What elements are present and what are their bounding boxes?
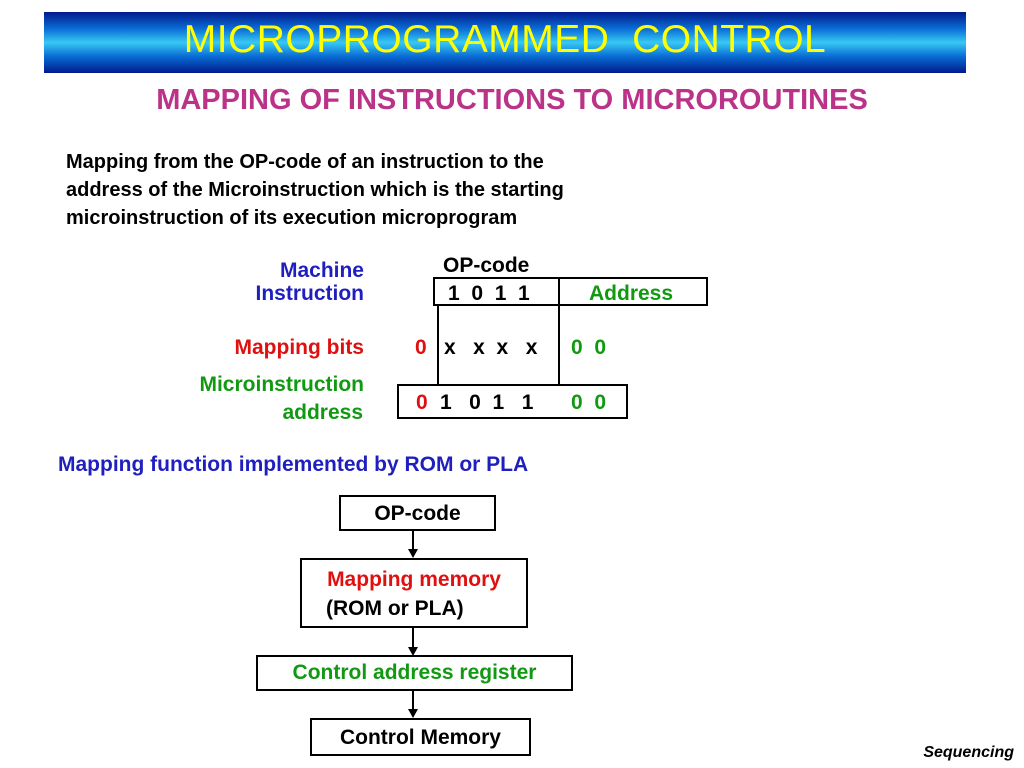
intro-line-2: address of the Microinstruction which is…	[66, 179, 564, 201]
sequencing-link[interactable]: Sequencing	[923, 744, 1014, 761]
micro-lead-bit: 0	[416, 391, 428, 414]
intro-line-3: microinstruction of its execution microp…	[66, 207, 518, 229]
rom-pla-label: (ROM or PLA)	[326, 597, 464, 620]
micro-address-bits: 1 0 1 1	[440, 391, 534, 414]
mapping-memory-label: Mapping memory	[327, 568, 501, 591]
machine-instruction-label-2: Instruction	[255, 282, 365, 305]
mapping-tail-bits: 0 0	[571, 336, 607, 359]
microinstruction-address-label-1: Microinstruction	[199, 373, 364, 396]
arrow-1-head	[408, 549, 418, 558]
title-banner: MICROPROGRAMMED CONTROL	[44, 12, 966, 73]
page-title: MICROPROGRAMMED CONTROL	[183, 18, 827, 61]
microinstruction-address-label-2: address	[282, 401, 363, 424]
mapping-memory-box: Mapping memory (ROM or PLA)	[300, 558, 528, 628]
left-guide-line	[437, 306, 439, 384]
flow-opcode-label: OP-code	[374, 502, 461, 525]
intro-line-1: Mapping from the OP-code of an instructi…	[66, 151, 544, 173]
arrow-1-line	[412, 531, 414, 550]
control-memory-label: Control Memory	[339, 726, 501, 749]
opcode-field-label: OP-code	[443, 254, 530, 277]
address-field: Address	[589, 282, 674, 305]
machine-instruction-box	[433, 277, 708, 306]
mapping-function-heading: Mapping function implemented by ROM or P…	[58, 453, 529, 476]
flow-opcode-box: OP-code	[339, 495, 496, 531]
opcode-bits: 1 0 1 1	[448, 282, 530, 305]
arrow-2-head	[408, 647, 418, 656]
page-subtitle: MAPPING OF INSTRUCTIONS TO MICROROUTINES	[156, 84, 868, 116]
microinstruction-address-box	[397, 384, 628, 419]
opcode-divider	[558, 277, 560, 306]
micro-tail-bits: 0 0	[571, 391, 607, 414]
arrow-2-line	[412, 628, 414, 648]
machine-instruction-label-1: Machine	[279, 259, 364, 282]
car-box: Control address register	[256, 655, 573, 691]
mapping-lead-bit: 0	[415, 336, 427, 359]
mapping-x-bits: x x x x	[444, 336, 538, 359]
car-label: Control address register	[292, 661, 537, 684]
right-guide-line	[558, 306, 560, 384]
arrow-3-head	[408, 709, 418, 718]
mapping-bits-label: Mapping bits	[234, 336, 365, 359]
arrow-3-line	[412, 691, 414, 710]
control-memory-box: Control Memory	[310, 718, 531, 756]
